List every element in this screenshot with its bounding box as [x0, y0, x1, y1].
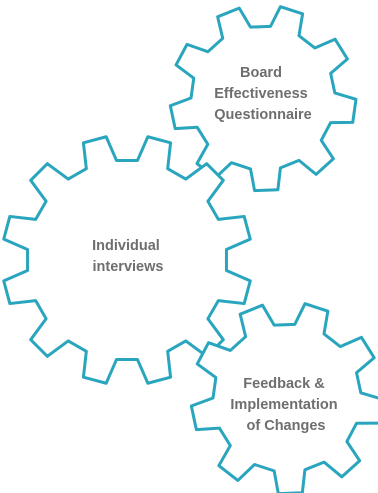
gear-label-line: Implementation [230, 397, 337, 413]
gear-label-line: Effectiveness [214, 86, 308, 102]
gear-label-individual-interviews: Individual interviews [92, 238, 164, 275]
gear-label-line: Questionnaire [214, 107, 312, 123]
gear-feedback-implementation: Feedback & Implementation of Changes [189, 302, 378, 493]
gear-label-line: Board [240, 65, 282, 81]
gear-label-feedback-implementation: Feedback & Implementation of Changes [230, 376, 341, 434]
gear-board-effectiveness: Board Effectiveness Questionnaire [168, 5, 358, 193]
gear-individual-interviews: Individual interviews [2, 135, 252, 385]
gear-label-board-effectiveness: Board Effectiveness Questionnaire [214, 65, 312, 123]
gear-label-line: Individual [92, 238, 160, 254]
gear-icon [2, 135, 252, 385]
gear-label-line: Feedback & [243, 376, 325, 392]
gear-icon [168, 5, 358, 193]
gear-label-line: of Changes [247, 418, 326, 434]
gear-label-line: interviews [93, 259, 164, 275]
